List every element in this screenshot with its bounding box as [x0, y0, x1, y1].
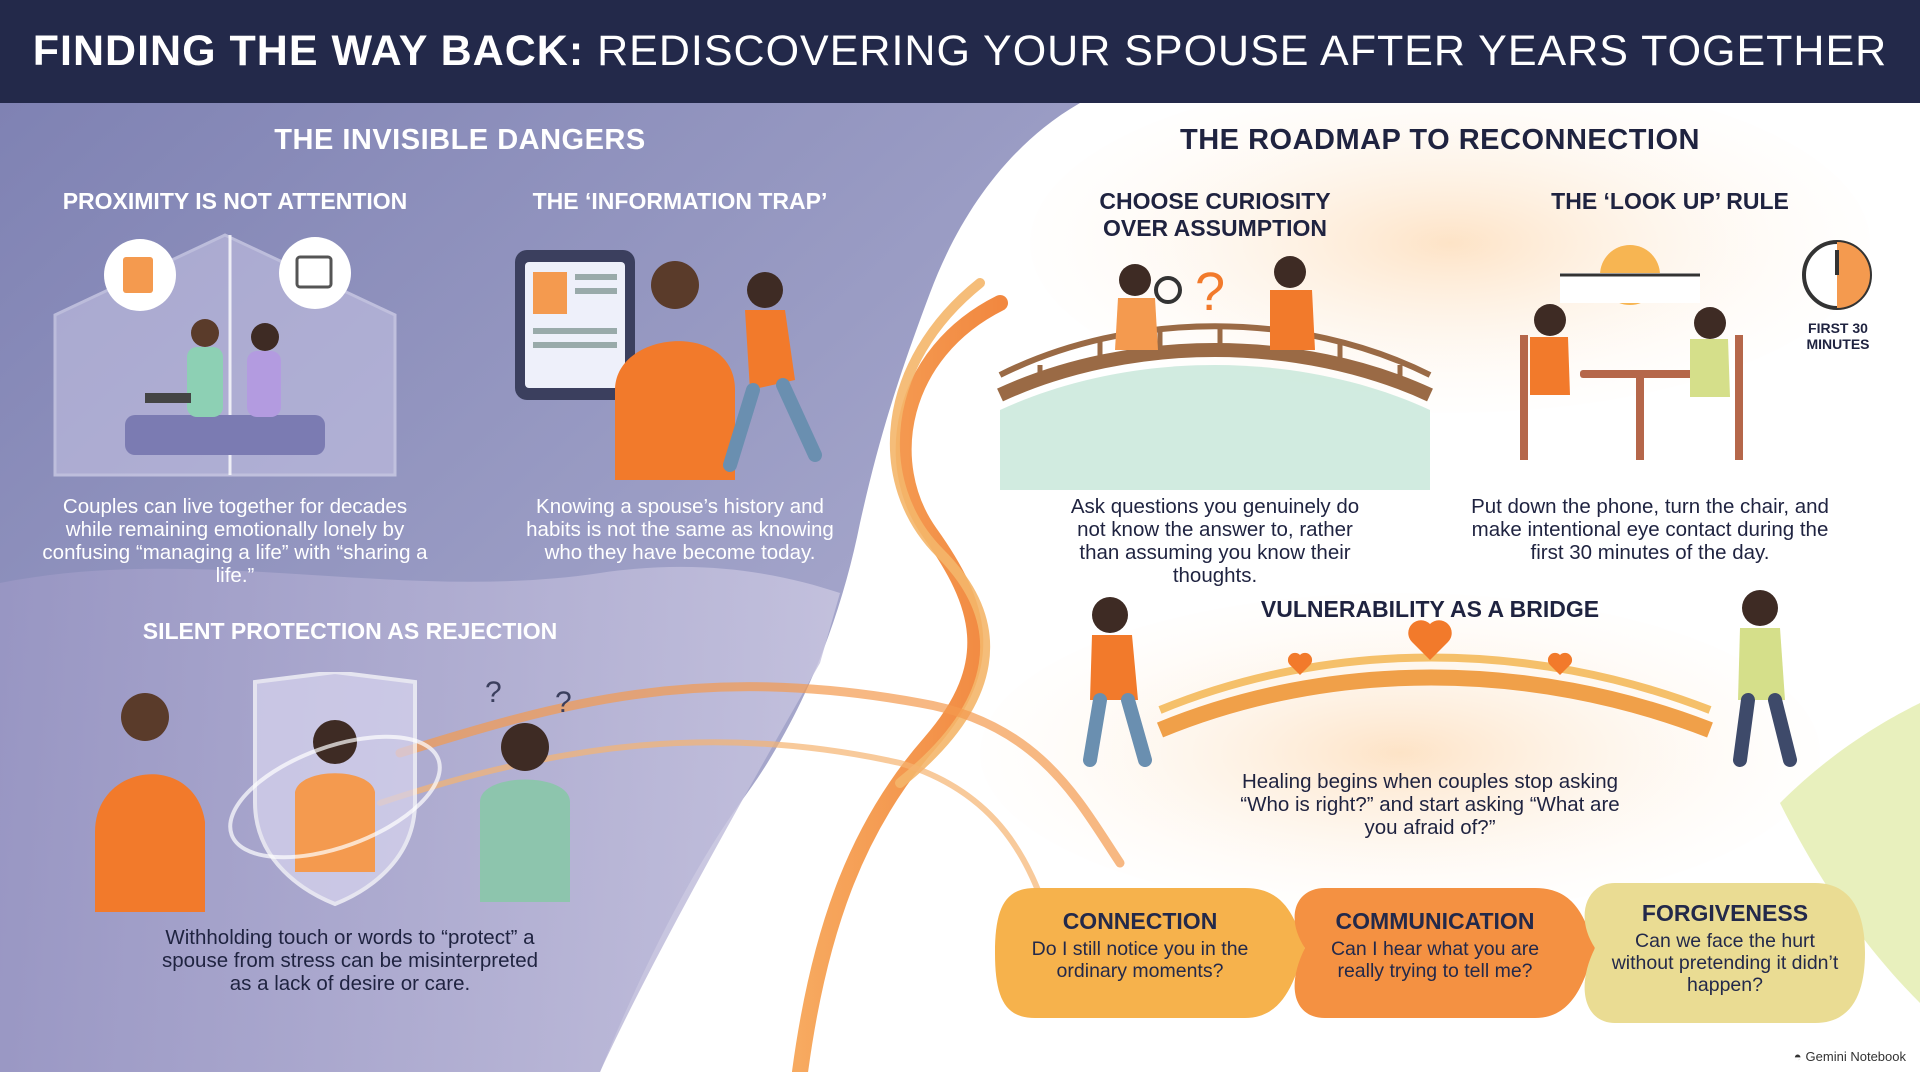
text-curiosity: Ask questions you genuinely do not know … — [1070, 495, 1360, 587]
subtitle-curiosity: CHOOSE CURIOSITY OVER ASSUMPTION — [1099, 188, 1331, 241]
subtitle-vulnerability: VULNERABILITY AS A BRIDGE — [1260, 596, 1600, 622]
text-vulnerability: Healing begins when couples stop asking … — [1240, 770, 1620, 839]
heart-bridge-illustration — [1083, 590, 1797, 767]
subtitle-information-trap: THE ‘INFORMATION TRAP’ — [532, 188, 828, 214]
subtitle-proximity: PROXIMITY IS NOT ATTENTION — [62, 188, 408, 214]
pillar-communication: COMMUNICATION Can I hear what you are re… — [1330, 908, 1540, 982]
section-title-roadmap: THE ROADMAP TO RECONNECTION — [1180, 124, 1700, 156]
clock-icon — [1802, 240, 1872, 310]
text-lookup-rule: Put down the phone, turn the chair, and … — [1471, 495, 1829, 564]
section-title-dangers: THE INVISIBLE DANGERS — [274, 124, 646, 156]
question-mark: ? — [485, 676, 502, 709]
brand-watermark: ◓ Gemini Notebook — [1793, 1049, 1906, 1064]
text-proximity: Couples can live together for decades wh… — [42, 495, 428, 587]
house-illustration — [53, 233, 397, 477]
pillars-background — [995, 883, 1865, 1023]
text-information-trap: Knowing a spouse’s history and habits is… — [526, 495, 834, 564]
question-mark: ? — [555, 686, 572, 719]
text-silent-protection: Withholding touch or words to “protect” … — [162, 926, 538, 995]
subtitle-lookup-rule: THE ‘LOOK UP’ RULE — [1551, 188, 1789, 214]
clock-label: FIRST 30 MINUTES — [1806, 320, 1870, 352]
pillar-forgiveness: FORGIVENESS Can we face the hurt without… — [1611, 900, 1839, 996]
page-title: FINDING THE WAY BACK: REDISCOVERING YOUR… — [32, 27, 1888, 75]
shield-illustration: ? ? — [95, 672, 572, 912]
brand-icon: ◓ — [1793, 1049, 1802, 1064]
question-mark: ? — [1195, 262, 1225, 322]
header-banner: FINDING THE WAY BACK: REDISCOVERING YOUR… — [0, 0, 1920, 103]
tablet-illustration — [515, 250, 822, 480]
table-illustration — [1520, 245, 1743, 460]
subtitle-silent-protection: SILENT PROTECTION AS REJECTION — [142, 618, 558, 644]
pillar-connection: CONNECTION Do I still notice you in the … — [1031, 908, 1249, 982]
bridge-illustration: ? — [997, 256, 1433, 490]
